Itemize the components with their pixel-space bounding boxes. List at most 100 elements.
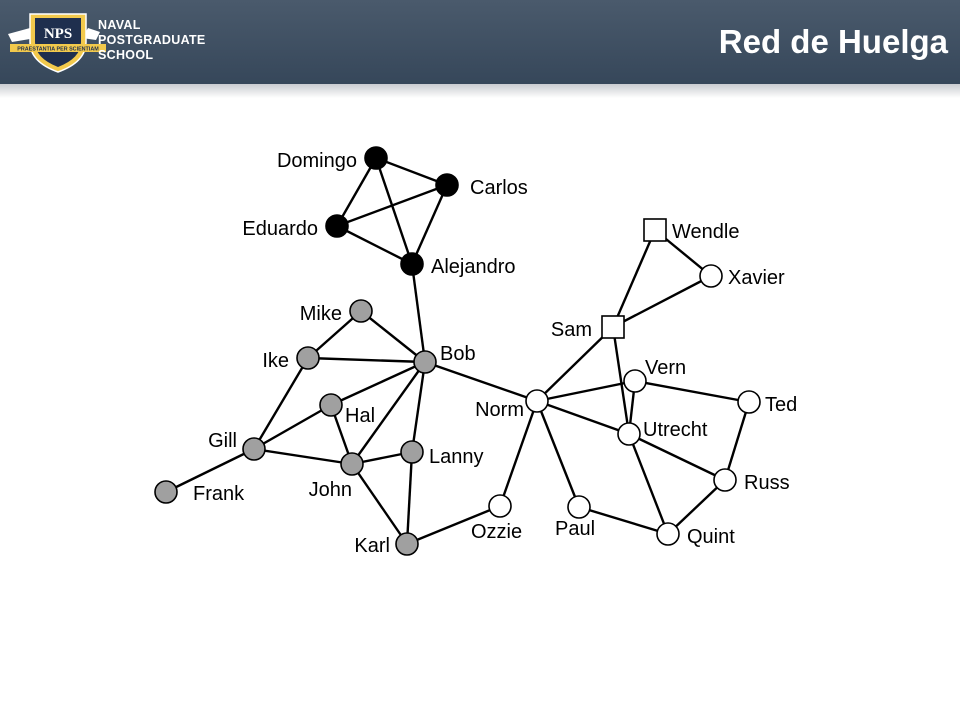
edge-hal-gill [253, 403, 332, 451]
node-ozzie [488, 494, 512, 518]
node-xavier [699, 264, 723, 288]
edge-lanny-karl [405, 451, 414, 545]
edge-carlos-alejandro [410, 184, 449, 265]
node-ted [737, 390, 761, 414]
node-label-domingo: Domingo [277, 150, 357, 172]
edge-layer [165, 156, 751, 546]
edge-domingo-alejandro [374, 157, 414, 265]
edge-bob-norm [424, 360, 538, 403]
edge-norm-vern [536, 379, 636, 403]
node-sam [601, 315, 625, 339]
edge-wendle-sam [611, 229, 657, 328]
edge-bob-lanny [410, 361, 427, 453]
edge-paul-quint [578, 505, 669, 536]
edge-eduardo-alejandro [336, 224, 413, 266]
node-wendle [643, 218, 667, 242]
edge-domingo-eduardo [335, 157, 378, 227]
node-utrecht [617, 422, 641, 446]
node-ike [296, 346, 320, 370]
node-label-hal: Hal [345, 405, 375, 427]
edge-bob-john [351, 361, 426, 465]
node-label-ike: Ike [262, 350, 289, 372]
edge-sam-xavier [612, 274, 712, 329]
node-label-wendle: Wendle [672, 221, 739, 243]
node-alejandro [400, 252, 424, 276]
node-vern [623, 369, 647, 393]
node-gill [242, 437, 266, 461]
node-label-russ: Russ [744, 472, 790, 494]
logo-ribbon [10, 44, 106, 52]
node-label-xavier: Xavier [728, 267, 785, 289]
logo-shield-inner [35, 18, 81, 67]
node-label-eduardo: Eduardo [242, 218, 318, 240]
header-shadow [0, 84, 960, 98]
edge-utrecht-quint [627, 433, 670, 535]
node-label-karl: Karl [354, 535, 390, 557]
node-label-sam: Sam [551, 319, 592, 341]
node-quint [656, 522, 680, 546]
edge-sam-norm [536, 326, 614, 402]
node-russ [713, 468, 737, 492]
node-label-paul: Paul [555, 518, 595, 540]
edge-mike-ike [307, 310, 362, 359]
node-eduardo [325, 214, 349, 238]
logo-wing-left [8, 28, 36, 42]
edge-domingo-carlos [375, 156, 448, 187]
node-label-ted: Ted [765, 394, 797, 416]
node-label-utrecht: Utrecht [643, 419, 708, 441]
node-label-carlos: Carlos [470, 177, 528, 199]
logo-motto-text: PRAESTANTIA PER SCIENTIAM [17, 47, 99, 53]
node-hal [319, 393, 343, 417]
node-label-alejandro: Alejandro [431, 256, 516, 278]
edge-vern-ted [634, 379, 750, 404]
edge-alejandro-bob [410, 263, 427, 363]
logo-badge-text: NPS [44, 26, 72, 42]
node-label-norm: Norm [475, 399, 524, 421]
slide-title: Red de Huelga [718, 23, 948, 60]
node-carlos [435, 173, 459, 197]
edge-utrecht-russ [628, 432, 726, 482]
nps-logo: NPS PRAESTANTIA PER SCIENTIAM [8, 13, 106, 73]
node-frank [154, 480, 178, 504]
node-bob [413, 350, 437, 374]
node-layer [154, 146, 761, 556]
logo-wordmark-line: POSTGRADUATE [98, 33, 206, 47]
edge-ted-russ [723, 401, 751, 481]
header-bar [0, 0, 960, 84]
edge-bob-hal [330, 360, 426, 407]
node-label-frank: Frank [193, 483, 245, 505]
node-label-bob: Bob [440, 343, 476, 365]
edge-ike-gill [252, 357, 310, 450]
edge-carlos-eduardo [336, 183, 448, 228]
node-label-vern: Vern [645, 357, 686, 379]
edge-sam-utrecht [611, 326, 631, 435]
logo-wordmark-line: NAVAL [98, 18, 141, 32]
edge-norm-ozzie [498, 400, 539, 507]
edge-gill-frank [165, 447, 255, 494]
node-norm [525, 389, 549, 413]
node-label-mike: Mike [300, 303, 342, 325]
node-karl [395, 532, 419, 556]
node-label-john: John [309, 479, 352, 501]
node-label-ozzie: Ozzie [471, 521, 522, 543]
edge-john-karl [351, 463, 408, 545]
node-john [340, 452, 364, 476]
logo-wordmark: NAVAL POSTGRADUATE SCHOOL [98, 18, 206, 63]
edge-norm-utrecht [536, 399, 630, 436]
node-lanny [400, 440, 424, 464]
node-label-quint: Quint [687, 526, 735, 548]
node-mike [349, 299, 373, 323]
node-label-gill: Gill [208, 430, 237, 452]
node-paul [567, 495, 591, 519]
edge-gill-john [253, 447, 353, 466]
edge-norm-paul [535, 400, 581, 508]
edge-ike-bob [307, 356, 426, 364]
edge-mike-bob [360, 310, 426, 363]
node-label-lanny: Lanny [429, 446, 484, 468]
edge-karl-ozzie [406, 504, 501, 546]
node-domingo [364, 146, 388, 170]
logo-wordmark-line: SCHOOL [98, 48, 154, 62]
edge-russ-quint [667, 479, 726, 535]
